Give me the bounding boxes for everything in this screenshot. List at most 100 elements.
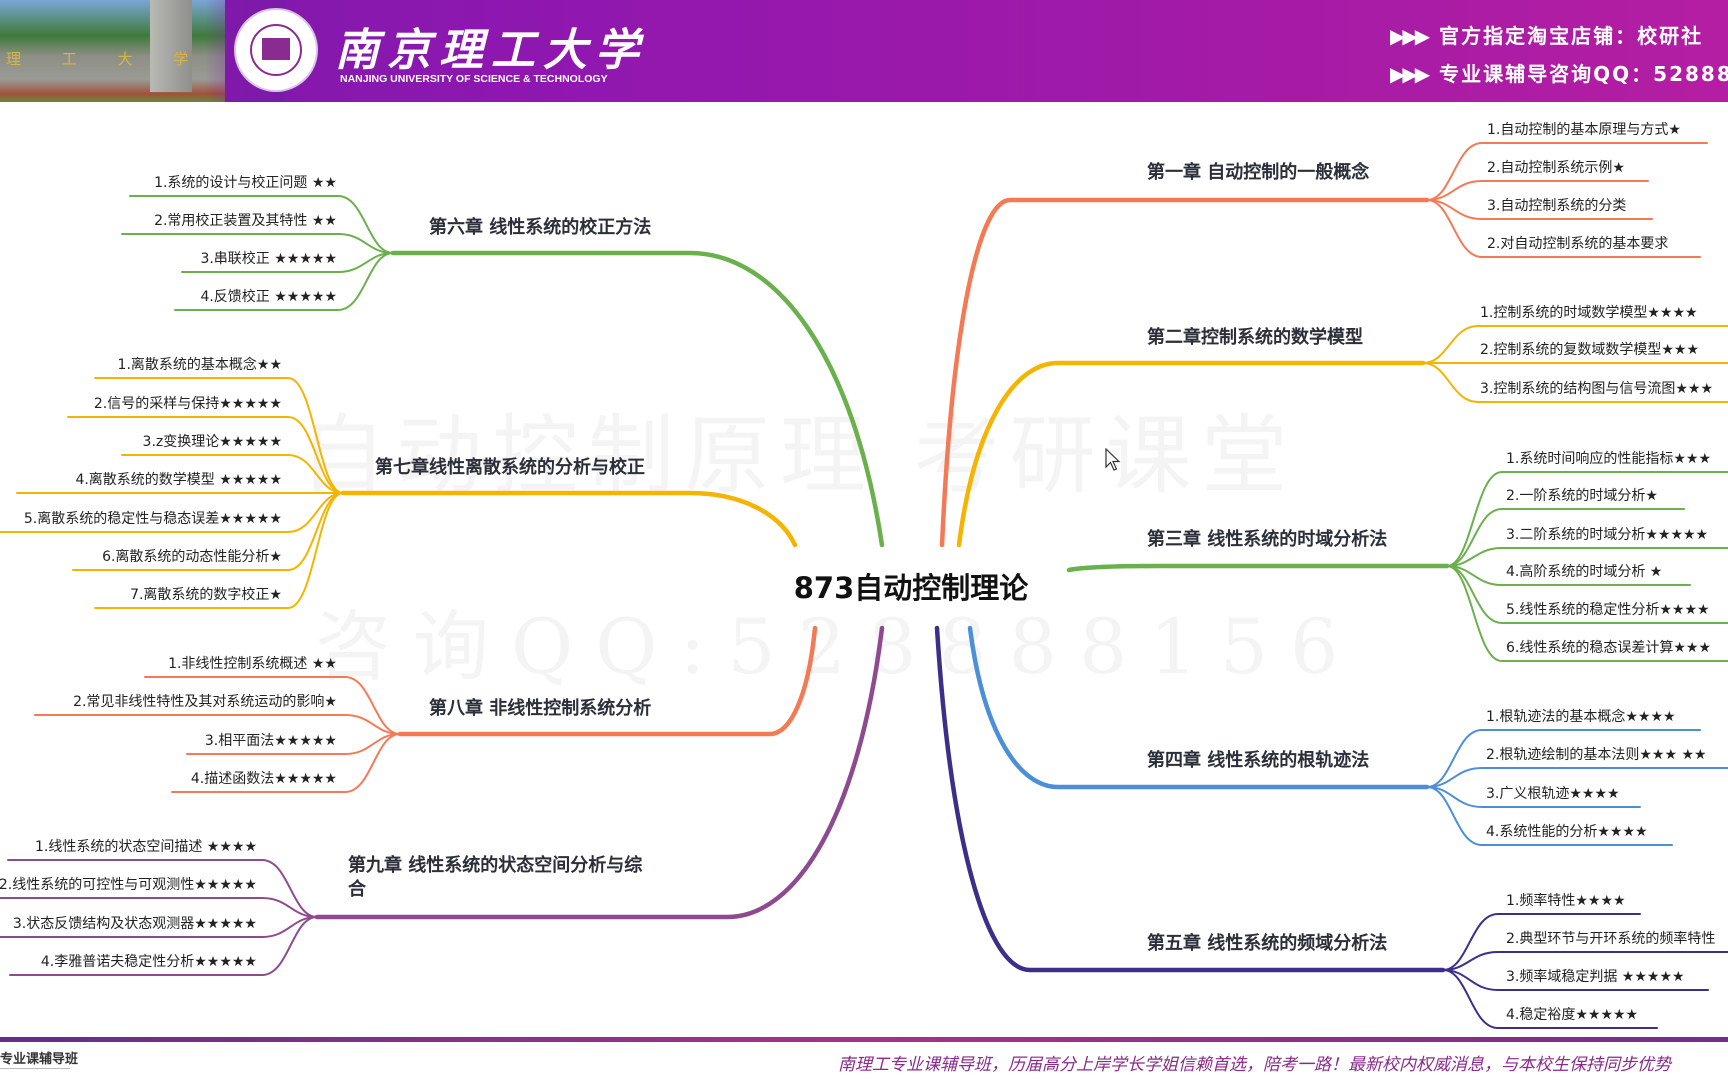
topic-node[interactable]: 7.离散系统的数字校正★ <box>130 587 282 603</box>
campus-photo: 理 工 大 学 <box>0 0 285 102</box>
topic-node[interactable]: 3.控制系统的结构图与信号流图★★★ <box>1480 381 1714 397</box>
branch-topic <box>1442 969 1658 1029</box>
topic-node[interactable]: 5.离散系统的稳定性与稳态误差★★★★★ <box>23 511 282 527</box>
branch-topic <box>1446 547 1728 567</box>
topic-node[interactable]: 2.信号的采样与保持★★★★★ <box>93 396 282 412</box>
seal-building <box>262 38 290 60</box>
chapter-node-3[interactable]: 第三章 线性系统的时域分析法 <box>1147 529 1388 550</box>
branch-chapter-4 <box>967 625 1430 790</box>
topic-node[interactable]: 4.描述函数法★★★★★ <box>190 771 337 787</box>
branch-topic <box>1426 142 1708 201</box>
topic-node[interactable]: 6.线性系统的稳态误差计算★★★ <box>1506 640 1712 656</box>
chapter-node-8[interactable]: 第八章 非线性控制系统分析 <box>429 698 652 719</box>
chapter-node-2[interactable]: 第二章控制系统的数学模型 <box>1147 327 1363 348</box>
topic-node[interactable]: 2.一阶系统的时域分析★ <box>1506 488 1658 504</box>
branch-topic <box>174 252 394 311</box>
qq-consult-text: 专业课辅导咨询QQ：528888 <box>1439 62 1728 86</box>
branch-topic <box>94 377 344 494</box>
topic-node[interactable]: 3.广义根轨迹★★★★ <box>1486 786 1620 802</box>
topic-node[interactable]: 3.z变换理论★★★★★ <box>142 434 282 450</box>
topic-node[interactable]: 3.频率域稳定判据 ★★★★★ <box>1506 969 1685 985</box>
branch-chapter-9 <box>314 625 885 920</box>
chapter-node-4[interactable]: 第四章 线性系统的根轨迹法 <box>1147 750 1370 771</box>
topic-node[interactable]: 4.李雅普诺夫稳定性分析★★★★★ <box>40 954 257 970</box>
topic-node[interactable]: 2.自动控制系统示例★ <box>1487 160 1625 176</box>
branch-topic <box>1422 325 1728 364</box>
topic-node[interactable]: 4.离散系统的数学模型 ★★★★★ <box>75 472 282 488</box>
topic-node[interactable]: 1.非线性控制系统概述 ★★ <box>168 656 337 672</box>
taobao-shop-line: ▶▶▶官方指定淘宝店铺：校研社 <box>1390 20 1703 49</box>
footer-brand-underline <box>0 1068 70 1069</box>
branch-topic <box>1442 969 1709 991</box>
watermark-qq: 咨询QQ:528888156 <box>315 585 1360 695</box>
branch-topic <box>1446 471 1728 567</box>
branch-topic <box>7 859 318 918</box>
chapter-node-1[interactable]: 第一章 自动控制的一般概念 <box>1147 162 1370 183</box>
branch-topic <box>9 916 318 976</box>
triple-play-arrow-icon: ▶▶▶ <box>1390 62 1430 86</box>
branch-topic <box>94 492 344 609</box>
topic-node[interactable]: 1.系统时间响应的性能指标★★★ <box>1506 451 1712 467</box>
topic-node[interactable]: 4.反馈校正 ★★★★★ <box>200 289 337 305</box>
branch-chapter-7 <box>340 490 798 548</box>
footer-brand: 专业课辅导班 <box>0 1052 79 1067</box>
topic-node[interactable]: 2.线性系统的可控性与可观测性★★★★★ <box>0 877 257 893</box>
topic-node[interactable]: 1.根轨迹法的基本概念★★★★ <box>1486 709 1676 725</box>
campus-wall-text: 理 工 大 学 <box>6 50 207 68</box>
topic-node[interactable]: 1.线性系统的状态空间描述 ★★★★ <box>34 839 257 855</box>
branch-topic <box>121 233 394 254</box>
topic-node[interactable]: 4.高阶系统的时域分析 ★ <box>1506 564 1663 580</box>
topic-node[interactable]: 1.控制系统的时域数学模型★★★★ <box>1480 305 1698 321</box>
topic-node[interactable]: 1.频率特性★★★★ <box>1506 893 1626 909</box>
footer-divider <box>0 1037 1728 1042</box>
mindmap-root-node[interactable]: 873自动控制理论 <box>783 559 1039 613</box>
topic-node[interactable]: 2.根轨迹绘制的基本法则★★★ ★★ <box>1486 747 1707 763</box>
topic-node[interactable]: 3.串联校正 ★★★★★ <box>200 251 337 267</box>
topic-node[interactable]: 1.自动控制的基本原理与方式★ <box>1487 122 1681 138</box>
university-name-cn: 南京理工大学 <box>335 25 647 76</box>
chapter-node-6[interactable]: 第六章 线性系统的校正方法 <box>429 217 652 238</box>
branch-topic <box>1446 565 1691 586</box>
chapter-node-5[interactable]: 第五章 线性系统的频域分析法 <box>1147 933 1388 954</box>
branch-chapter-8 <box>397 625 818 737</box>
topic-node[interactable]: 5.线性系统的稳定性分析★★★★ <box>1506 602 1710 618</box>
branch-chapter-3 <box>1066 563 1450 573</box>
topic-node[interactable]: 4.系统性能的分析★★★★ <box>1486 824 1648 840</box>
branch-topic <box>1446 508 1685 567</box>
triple-play-arrow-icon: ▶▶▶ <box>1390 24 1430 48</box>
footer-slogan: 南理工专业课辅导班，历届高分上岸学长学姐信赖首选，陪考一路！最新校内权威消息，与… <box>838 1055 1671 1075</box>
topic-node[interactable]: 2.对自动控制系统的基本要求 <box>1487 236 1669 252</box>
branch-topic <box>0 897 318 918</box>
topic-node[interactable]: 2.控制系统的复数域数学模型★★★ <box>1480 342 1700 358</box>
topic-node[interactable]: 4.稳定裕度★★★★★ <box>1506 1007 1639 1023</box>
topic-node[interactable]: 3.状态反馈结构及状态观测器★★★★★ <box>12 916 257 932</box>
university-seal-icon <box>236 10 316 90</box>
mouse-pointer-icon <box>1105 448 1121 471</box>
topic-node[interactable]: 2.常见非线性特性及其对系统运动的影响★ <box>73 694 337 710</box>
branch-topic <box>1426 199 1701 258</box>
branch-topic <box>0 916 318 938</box>
qq-consult-line: ▶▶▶ 专业课辅导咨询QQ：528888 <box>1390 58 1728 87</box>
chapter-node-7[interactable]: 第七章线性离散系统的分析与校正 <box>375 457 645 478</box>
topic-node[interactable]: 3.二阶系统的时域分析★★★★★ <box>1506 527 1709 543</box>
topic-node[interactable]: 2.典型环节与开环系统的频率特性 <box>1506 931 1716 947</box>
topic-node[interactable]: 3.自动控制系统的分类 <box>1487 198 1627 214</box>
university-name-en: NANJING UNIVERSITY OF SCIENCE & TECHNOLO… <box>340 73 608 85</box>
chapter-node-9[interactable]: 第九章 线性系统的状态空间分析与综合 <box>348 855 643 900</box>
branch-chapter-6 <box>390 250 885 548</box>
watermark-course: 自动控制原理 考研课堂 <box>300 385 1297 510</box>
topic-node[interactable]: 3.相平面法★★★★★ <box>204 733 337 749</box>
topic-node[interactable]: 1.离散系统的基本概念★★ <box>117 357 282 373</box>
branch-chapter-2 <box>956 360 1426 548</box>
branch-topic <box>1446 565 1728 662</box>
topic-node[interactable]: 6.离散系统的动态性能分析★ <box>102 549 282 565</box>
topic-node[interactable]: 1.系统的设计与校正问题 ★★ <box>154 175 337 191</box>
branch-topic <box>1426 729 1701 788</box>
branch-topic <box>34 714 401 735</box>
topic-node[interactable]: 2.常用校正装置及其特性 ★★ <box>154 213 337 229</box>
branch-topic <box>1426 180 1649 201</box>
branch-topic <box>1422 362 1728 403</box>
branch-topic <box>129 195 394 254</box>
branch-topic <box>1426 786 1641 808</box>
